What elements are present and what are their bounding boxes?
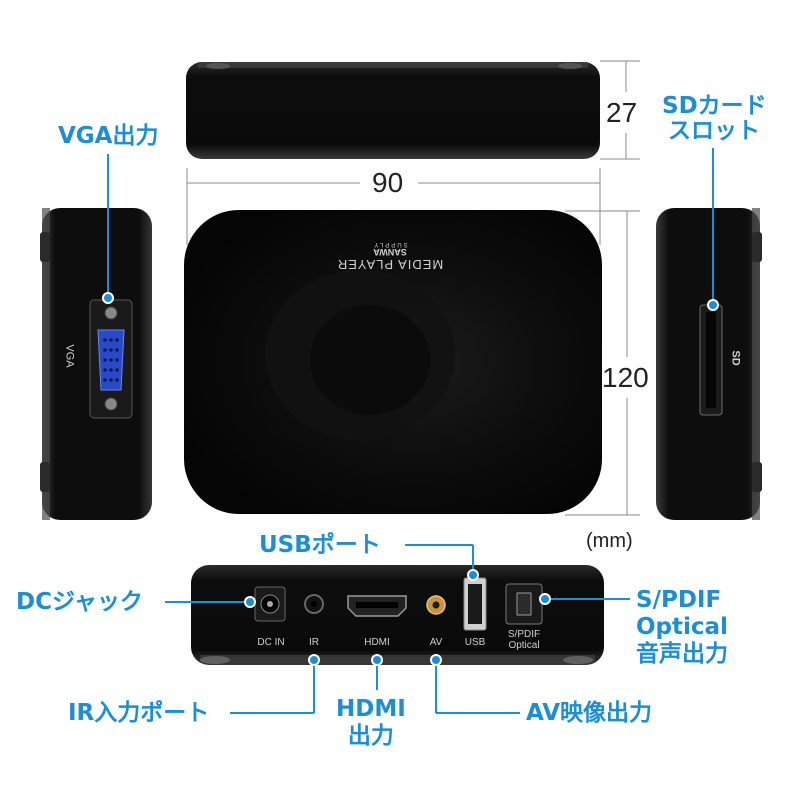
port-label-dc-in: DC IN xyxy=(257,637,285,648)
port-label-usb: USB xyxy=(464,637,486,648)
dimension-width: 90 xyxy=(372,167,404,198)
top-print-sub: SUPPLY xyxy=(372,241,408,247)
callout-sd-slot-line1: SDカード xyxy=(662,93,767,119)
port-label-spdif-line2: Optical xyxy=(508,640,540,651)
callout-ir-input: IR入力ポート xyxy=(68,700,210,726)
callout-spdif-line1: S/PDIF xyxy=(636,587,722,613)
left-side-label: VGA xyxy=(63,344,76,368)
callout-spdif-line2: Optical xyxy=(636,614,728,640)
dimension-depth: 120 xyxy=(602,362,649,393)
callout-hdmi-line1: HDMI xyxy=(336,696,406,722)
port-label-hdmi: HDMI xyxy=(364,637,390,648)
rear-view xyxy=(191,565,604,665)
dimension-width-lines xyxy=(186,168,601,245)
callout-vga-output: VGA出力 xyxy=(58,123,159,149)
callout-lines xyxy=(102,148,719,714)
callout-usb-port: USBポート xyxy=(259,532,381,558)
side-view-top xyxy=(186,62,600,159)
callout-dc-jack: DCジャック xyxy=(16,589,143,615)
dimension-height: 27 xyxy=(606,97,638,128)
dimension-depth-lines xyxy=(565,210,640,516)
callout-sd-slot-line2: スロット xyxy=(668,118,760,144)
right-side-label: SD xyxy=(729,350,742,366)
port-label-ir: IR xyxy=(309,637,319,648)
top-view xyxy=(184,210,602,514)
callout-hdmi-output: HDMI 出力 xyxy=(336,696,406,750)
top-print-line1: MEDIA PLAYER xyxy=(336,257,444,272)
callout-spdif-line3: 音声出力 xyxy=(636,641,728,667)
right-side-view xyxy=(656,208,762,520)
port-label-av: AV xyxy=(429,637,443,648)
port-label-spdif: S/PDIF Optical xyxy=(500,629,548,651)
callout-hdmi-line2: 出力 xyxy=(347,723,394,749)
left-side-view xyxy=(40,208,152,520)
dimension-height-lines xyxy=(600,60,640,160)
callout-av-output: AV映像出力 xyxy=(526,700,653,726)
callout-spdif: S/PDIF Optical 音声出力 xyxy=(636,587,728,668)
callout-sd-slot: SDカード スロット xyxy=(662,94,767,144)
top-print-brand: SANWA xyxy=(373,247,407,257)
top-print: MEDIA PLAYER SANWA SUPPLY xyxy=(330,240,450,272)
dimension-unit: (mm) xyxy=(586,530,633,552)
port-label-spdif-line1: S/PDIF xyxy=(507,629,541,640)
